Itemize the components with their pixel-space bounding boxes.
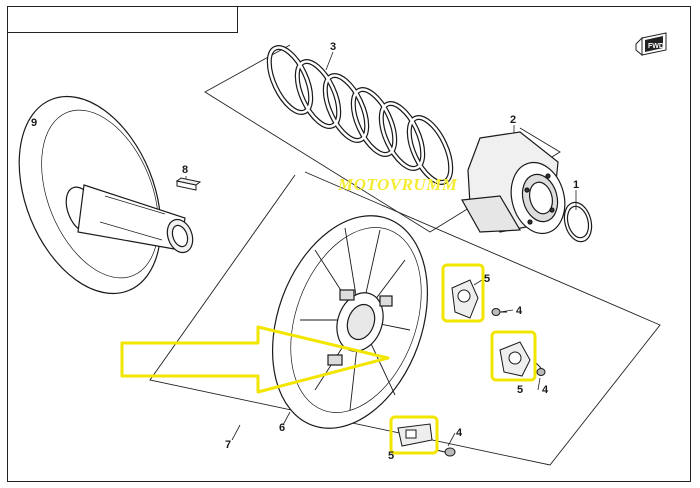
callout-part-9: 9 [31, 117, 37, 129]
highlight-box-upper [441, 263, 485, 323]
spring-part [266, 45, 454, 185]
screw-part-lower [435, 447, 456, 457]
callout-part-6: 6 [279, 422, 285, 434]
roller-part-upper [451, 279, 479, 319]
callout-part-5-middle: 5 [517, 384, 523, 396]
fwd-badge-text: FWD [648, 43, 664, 50]
drive-sheave-part [18, 95, 194, 295]
assembly-7-outline [149, 171, 661, 466]
callout-part-8: 8 [182, 164, 188, 176]
roller-part-middle [499, 341, 531, 377]
title-block [7, 6, 238, 33]
highlight-arrow [120, 325, 390, 394]
callout-part-2: 2 [510, 114, 516, 126]
callout-part-7: 7 [225, 439, 231, 451]
spider-cover-part [461, 131, 566, 235]
callout-part-4-middle: 4 [542, 384, 549, 396]
fwd-direction-badge: FWD [635, 32, 667, 57]
callout-part-4-lower: 4 [456, 427, 463, 439]
callout-part-1: 1 [573, 179, 579, 191]
highlight-box-lower [389, 415, 439, 455]
callout-part-4-upper: 4 [516, 305, 523, 317]
callout-part-5-upper: 5 [484, 273, 490, 285]
circlip-part [563, 201, 593, 243]
watermark-text: MOTOVRUMM [337, 175, 458, 194]
spring-group-outline [204, 44, 561, 233]
roller-part-lower [397, 423, 433, 447]
movable-sheave-part [271, 215, 429, 429]
callout-part-3: 3 [330, 41, 336, 53]
screw-part-middle [534, 361, 546, 376]
highlight-box-middle [490, 330, 537, 382]
drawing-frame [7, 6, 691, 482]
key-part [175, 177, 202, 191]
callout-part-5-lower: 5 [388, 450, 394, 462]
screw-part-upper [491, 308, 507, 316]
